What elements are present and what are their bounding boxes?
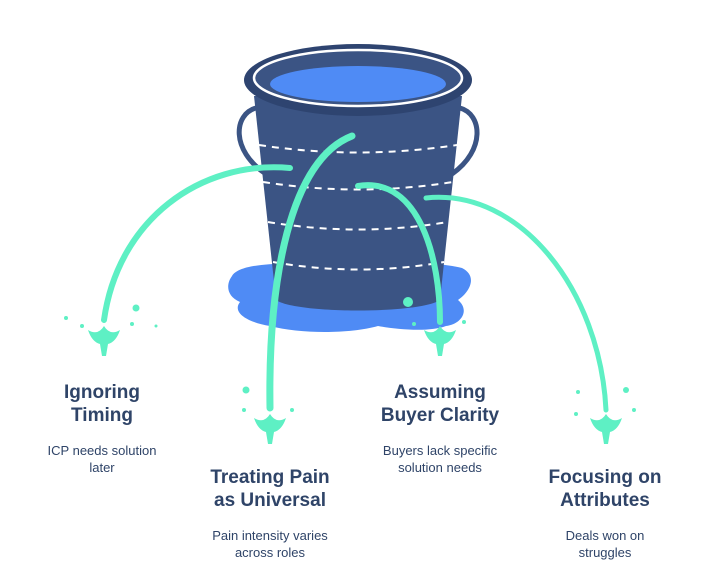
leak-title: Treating Pain as Universal [210, 467, 330, 511]
bucket-band [262, 181, 454, 191]
splash-timing [64, 304, 158, 356]
leak-description: Buyers lack specific solution needs [382, 443, 498, 475]
leak-label-treating-pain: Treating Pain as Universal Pain intensit… [170, 466, 370, 561]
leak-title: Assuming Buyer Clarity [380, 382, 500, 426]
leak-title: Focusing on Attributes [548, 467, 662, 511]
bucket-handle-right [450, 105, 480, 177]
splash-clarity [403, 297, 466, 356]
leak-stream-clarity [355, 182, 443, 325]
bucket-water-surface [270, 66, 446, 102]
bucket-body [254, 96, 462, 311]
leak-label-assuming-clarity: Assuming Buyer Clarity Buyers lack speci… [340, 381, 540, 476]
leak-description: Pain intensity varies across roles [212, 528, 328, 560]
leak-stream-timing [101, 164, 293, 323]
leak-label-focusing-attributes: Focusing on Attributes Deals won on stru… [505, 466, 705, 561]
leak-stream-pain [266, 132, 356, 412]
leak-description: ICP needs solution later [47, 443, 157, 475]
bucket-band [258, 144, 458, 154]
splash-pain [242, 386, 294, 444]
splash-attributes [574, 387, 636, 444]
leak-description: Deals won on struggles [565, 528, 645, 560]
bucket-band [267, 221, 449, 231]
leak-title: Ignoring Timing [64, 382, 140, 426]
leak-stream-attributes [423, 194, 609, 413]
leak-label-ignoring-timing: Ignoring Timing ICP needs solution later [10, 381, 194, 476]
